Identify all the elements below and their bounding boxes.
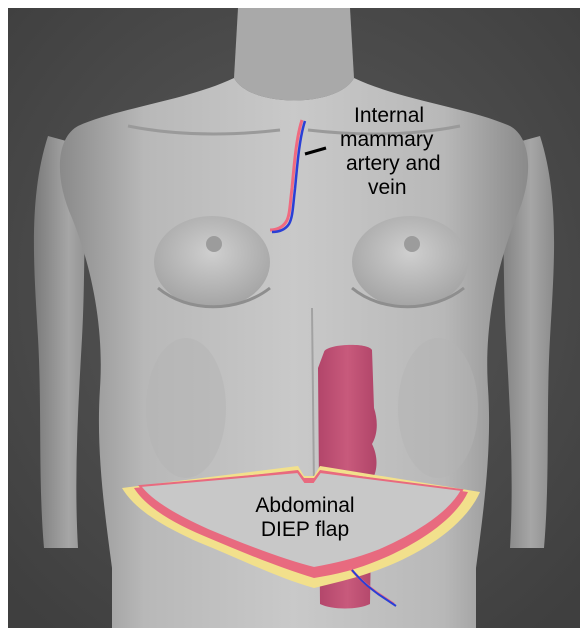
vessel-label-line-1: Internal xyxy=(330,104,460,128)
right-flank-shade xyxy=(398,338,478,478)
right-breast xyxy=(352,216,468,308)
diep-flap-illustration: Internal mammary artery and vein Abdomin… xyxy=(8,8,580,628)
vessel-label-line-2: mammary xyxy=(330,128,460,152)
left-breast xyxy=(154,216,270,308)
internal-mammary-label: Internal mammary artery and vein xyxy=(330,104,460,200)
flap-label-line-2: DIEP flap xyxy=(230,518,380,542)
right-nipple xyxy=(404,236,420,252)
vessel-label-line-3: artery and xyxy=(330,152,460,176)
vessel-label-line-4: vein xyxy=(330,176,460,200)
flap-label-line-1: Abdominal xyxy=(230,494,380,518)
diep-flap-label: Abdominal DIEP flap xyxy=(230,494,380,542)
left-flank-shade xyxy=(146,338,226,478)
neck xyxy=(234,8,354,101)
left-nipple xyxy=(206,236,222,252)
